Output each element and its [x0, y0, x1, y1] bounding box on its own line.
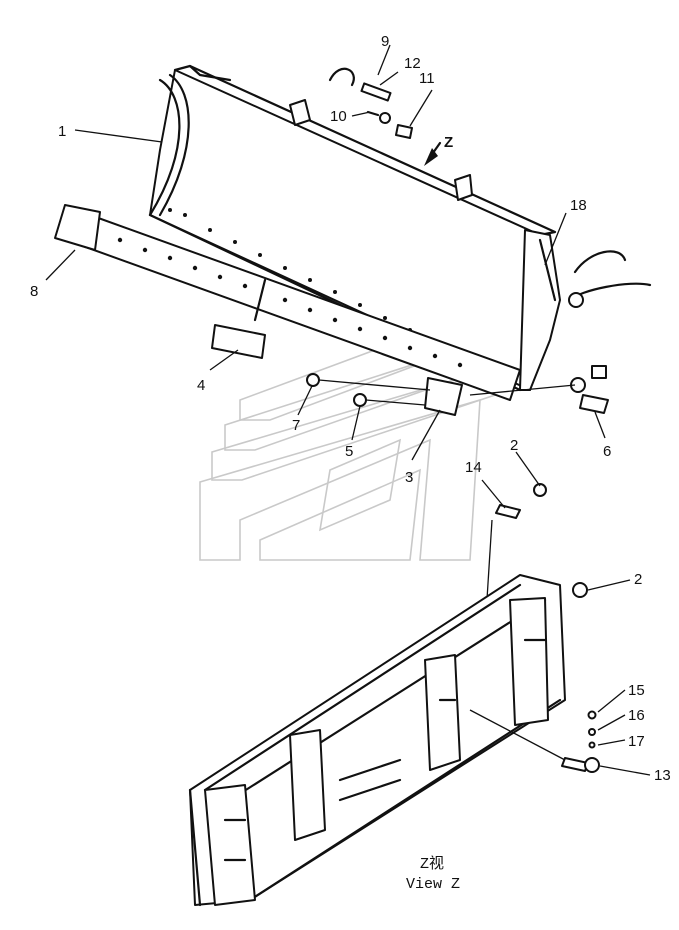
callout-14: 14: [465, 459, 482, 476]
leader-lines: [45, 44, 651, 776]
view-caption: Z视 View Z: [406, 855, 460, 893]
callout-7: 7: [292, 417, 300, 434]
callout-labels: 1 2 2 3 4 5 6 7 8 9 10 11 12 13 14 15 16…: [30, 33, 671, 784]
callout-16: 16: [628, 707, 645, 724]
callout-1: 1: [58, 123, 66, 140]
top-hardware: [328, 67, 442, 166]
callout-3: 3: [405, 469, 413, 486]
callout-5: 5: [345, 443, 353, 460]
callout-15: 15: [628, 682, 645, 699]
caption-line-1: Z视: [420, 855, 444, 873]
callout-18: 18: [570, 197, 587, 214]
callout-10: 10: [330, 108, 347, 125]
mid-hardware: [306, 365, 609, 414]
frame-bolt-hardware: [469, 709, 600, 773]
callout-8: 8: [30, 283, 38, 300]
view-z-arrow-label: Z: [444, 134, 453, 151]
right-hardware: [568, 250, 652, 308]
callout-9: 9: [381, 33, 389, 50]
callout-12: 12: [404, 55, 421, 72]
callout-2b: 2: [634, 571, 642, 588]
callout-2a: 2: [510, 437, 518, 454]
edge-bolt-holes: [117, 237, 463, 368]
callout-13: 13: [654, 767, 671, 784]
callout-6: 6: [603, 443, 611, 460]
caption-line-2: View Z: [406, 876, 460, 893]
blade-frame-view-z: [188, 574, 566, 907]
callout-17: 17: [628, 733, 645, 750]
callout-11: 11: [419, 70, 435, 87]
cutting-edge-assembly: [54, 204, 521, 416]
callout-4: 4: [197, 377, 205, 394]
